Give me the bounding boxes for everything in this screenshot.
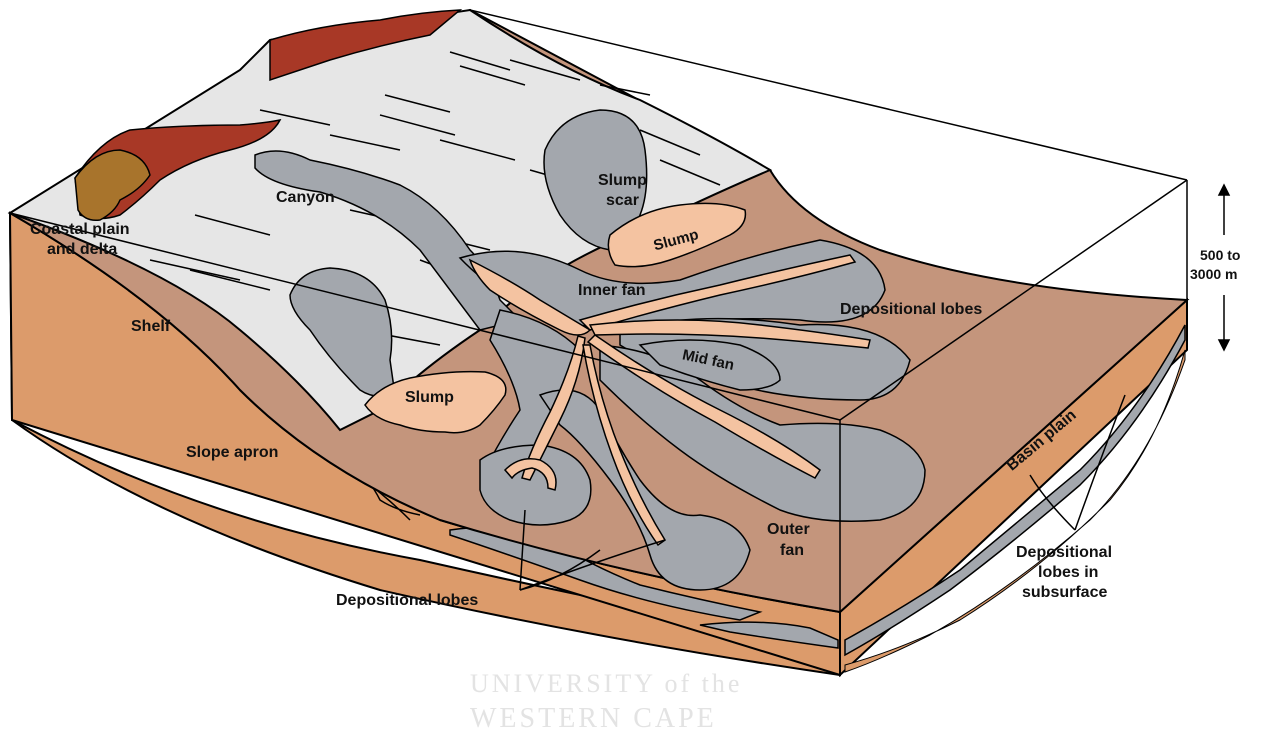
- label-depth-2: 3000 m: [1190, 266, 1237, 282]
- label-depositional-lobes-bottom: Depositional lobes: [336, 592, 478, 609]
- label-slump-scar-2: scar: [606, 192, 639, 209]
- label-slope-apron: Slope apron: [186, 444, 278, 461]
- label-depositional-lobes-top: Depositional lobes: [840, 301, 982, 318]
- watermark-line2: WESTERN CAPE: [470, 703, 717, 734]
- label-subsurface-2: lobes in: [1038, 564, 1098, 581]
- label-subsurface-3: subsurface: [1022, 584, 1107, 601]
- label-outer-fan-1: Outer: [767, 521, 810, 538]
- label-slump-scar-1: Slump: [598, 172, 647, 189]
- label-outer-fan-2: fan: [780, 542, 804, 559]
- label-inner-fan: Inner fan: [578, 282, 646, 299]
- watermark-line1: UNIVERSITY of the: [470, 669, 742, 698]
- label-shelf: Shelf: [131, 318, 171, 335]
- label-canyon: Canyon: [276, 189, 335, 206]
- label-depth-1: 500 to: [1200, 247, 1240, 263]
- label-slump-lower: Slump: [405, 389, 454, 406]
- label-and-delta: and delta: [47, 241, 117, 258]
- label-coastal-plain: Coastal plain: [30, 221, 130, 238]
- label-subsurface-1: Depositional: [1016, 544, 1112, 561]
